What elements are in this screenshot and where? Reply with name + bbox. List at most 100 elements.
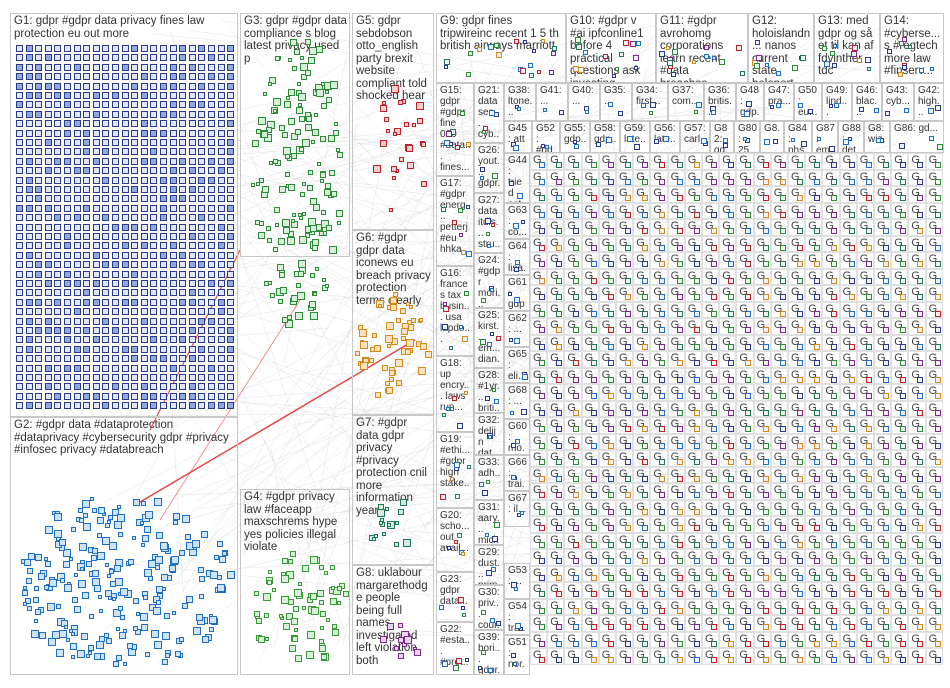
node bbox=[38, 573, 45, 580]
node bbox=[45, 526, 53, 534]
singleton-group: G bbox=[685, 302, 702, 319]
group-box-g42: G42: high... bbox=[914, 83, 944, 121]
node bbox=[625, 509, 631, 515]
singleton-group: G bbox=[771, 516, 788, 533]
node bbox=[179, 355, 186, 362]
singleton-group: G bbox=[891, 186, 908, 203]
node bbox=[131, 214, 138, 221]
node bbox=[131, 92, 138, 99]
singleton-group: G bbox=[822, 285, 839, 302]
node bbox=[694, 360, 700, 366]
singleton-group: G bbox=[754, 269, 771, 286]
node bbox=[141, 308, 148, 315]
node bbox=[179, 45, 186, 52]
node bbox=[189, 64, 196, 71]
node bbox=[45, 101, 52, 108]
node bbox=[608, 443, 614, 449]
node bbox=[623, 40, 629, 46]
node bbox=[808, 109, 813, 114]
singleton-group: G bbox=[754, 285, 771, 302]
singleton-group: G bbox=[547, 203, 564, 220]
node bbox=[745, 443, 751, 449]
node bbox=[160, 92, 167, 99]
node bbox=[150, 355, 157, 362]
node bbox=[728, 195, 734, 201]
node bbox=[186, 596, 193, 603]
singleton-group: G bbox=[530, 549, 547, 566]
singleton-group: G bbox=[547, 533, 564, 550]
node bbox=[728, 245, 734, 251]
node bbox=[83, 186, 90, 193]
node bbox=[382, 365, 388, 371]
node bbox=[312, 239, 319, 246]
node bbox=[74, 299, 81, 306]
node bbox=[26, 205, 33, 212]
node bbox=[93, 214, 100, 221]
node bbox=[728, 509, 734, 515]
node bbox=[254, 611, 260, 617]
node bbox=[227, 336, 234, 343]
node bbox=[198, 139, 205, 146]
singleton-group: G bbox=[788, 450, 805, 467]
node bbox=[398, 623, 403, 628]
singleton-group: G bbox=[582, 549, 599, 566]
node bbox=[170, 120, 177, 127]
node bbox=[189, 327, 196, 334]
singleton-group: G bbox=[908, 219, 925, 236]
node bbox=[556, 509, 562, 515]
singleton-group: G bbox=[702, 368, 719, 385]
node bbox=[454, 540, 458, 544]
node bbox=[359, 329, 367, 337]
node bbox=[198, 299, 205, 306]
node bbox=[93, 308, 100, 315]
node bbox=[33, 597, 39, 603]
node bbox=[539, 195, 545, 201]
node bbox=[45, 120, 52, 127]
node bbox=[900, 377, 906, 383]
node bbox=[160, 148, 167, 155]
node bbox=[659, 608, 665, 614]
node bbox=[170, 318, 177, 325]
node bbox=[227, 271, 234, 278]
node bbox=[227, 64, 234, 71]
singleton-group: G bbox=[702, 318, 719, 335]
node bbox=[26, 336, 33, 343]
node bbox=[797, 195, 803, 201]
node bbox=[170, 64, 177, 71]
node bbox=[122, 111, 129, 118]
node bbox=[150, 383, 157, 390]
node bbox=[308, 170, 313, 175]
singleton-group: G bbox=[822, 351, 839, 368]
group-box-g63: G63: co... bbox=[504, 203, 530, 239]
node bbox=[170, 383, 177, 390]
node bbox=[556, 393, 562, 399]
node bbox=[745, 641, 751, 647]
node bbox=[625, 459, 631, 465]
node bbox=[797, 657, 803, 663]
singleton-group: G bbox=[668, 351, 685, 368]
node bbox=[917, 459, 923, 465]
node bbox=[935, 195, 941, 201]
singleton-group: G bbox=[840, 615, 857, 632]
group-box-g26: G26: yout... gdpr... bbox=[474, 143, 504, 193]
node bbox=[659, 360, 665, 366]
node bbox=[515, 623, 521, 629]
singleton-group: G bbox=[857, 632, 874, 649]
node bbox=[150, 393, 157, 400]
node bbox=[150, 233, 157, 240]
singleton-group: G bbox=[926, 252, 943, 269]
singleton-group: G bbox=[822, 219, 839, 236]
node bbox=[728, 377, 734, 383]
node bbox=[218, 224, 225, 231]
node bbox=[316, 89, 324, 97]
node bbox=[179, 261, 186, 268]
node bbox=[814, 657, 820, 663]
node bbox=[514, 39, 519, 44]
node bbox=[831, 377, 837, 383]
singleton-group: G bbox=[857, 467, 874, 484]
singleton-group: G bbox=[702, 632, 719, 649]
node bbox=[199, 594, 204, 599]
node bbox=[326, 225, 332, 231]
node bbox=[466, 251, 472, 257]
node bbox=[16, 92, 23, 99]
